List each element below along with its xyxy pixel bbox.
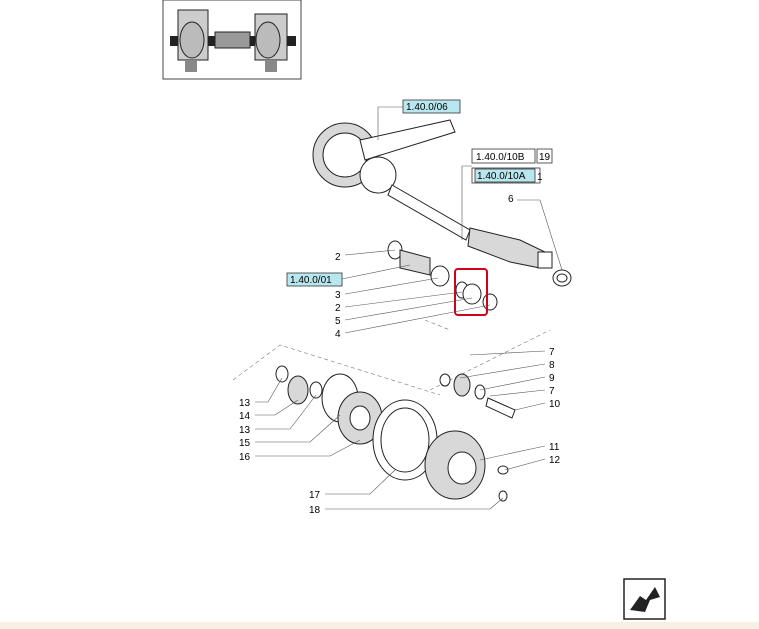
callout-number: 10: [549, 399, 561, 410]
callout-number: 7: [549, 386, 555, 397]
callout-number: 12: [549, 455, 561, 466]
reference-label: 1.40.0/10A: [477, 171, 526, 182]
callout-number: 4: [335, 329, 341, 340]
callout-number: 2: [335, 252, 341, 263]
callout-number: 11: [549, 442, 560, 453]
reference-label: 1.40.0/01: [290, 275, 332, 286]
reference-number: 1: [537, 172, 543, 183]
callout-number: 17: [309, 490, 321, 501]
callout-number: 2: [335, 303, 341, 314]
callout-number: 8: [549, 360, 555, 371]
highlight-box[interactable]: [454, 268, 488, 316]
callout-number: 6: [508, 194, 514, 205]
reference-link-1-40-0-01[interactable]: 1.40.0/01: [286, 272, 343, 287]
callout-number: 16: [239, 452, 251, 463]
callout-number: 5: [335, 316, 341, 327]
callout-number: 7: [549, 347, 555, 358]
reference-number: 19: [539, 152, 551, 163]
callout-number: 9: [549, 373, 555, 384]
callout-number: 13: [239, 398, 251, 409]
leader-lines: [255, 106, 563, 510]
reference-label: 1.40.0/10B: [476, 152, 525, 163]
reference-link-1-40-0-10a[interactable]: 1.40.0/10A: [474, 168, 536, 183]
upper-differential-drawing: [312, 119, 572, 287]
callout-number: 13: [239, 425, 251, 436]
planetary-gear-drawing: [275, 365, 486, 500]
callout-number: 15: [239, 438, 251, 449]
axle-thumbnail-image[interactable]: [162, 0, 302, 80]
pin-parts-drawing: [439, 373, 516, 502]
reference-link-1-40-0-06[interactable]: 1.40.0/06: [402, 99, 461, 114]
reference-box-1-40-0-10b: 1.40.0/10B: [471, 148, 536, 164]
callout-number: 3: [335, 290, 341, 301]
callout-number: 14: [239, 411, 251, 422]
callout-number: 18: [309, 505, 321, 516]
next-page-arrow-icon[interactable]: [623, 578, 666, 620]
footer-strip: [0, 622, 759, 629]
reference-label: 1.40.0/06: [406, 102, 448, 113]
reference-box-19: 19: [536, 148, 553, 164]
